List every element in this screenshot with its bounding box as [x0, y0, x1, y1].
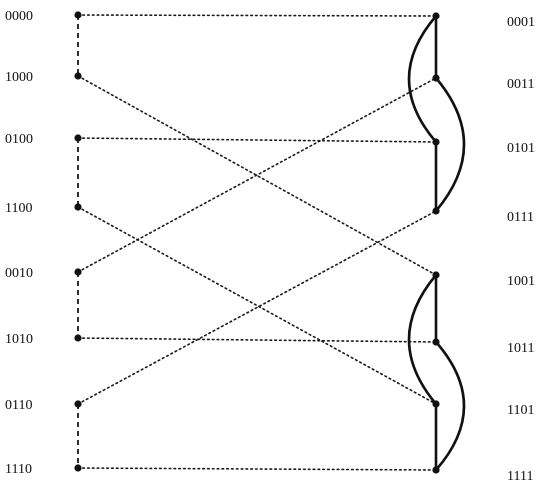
node-label-1010: 1010: [5, 332, 33, 347]
node-label-0001: 0001: [507, 15, 535, 30]
node-0111: [432, 207, 440, 215]
solid-arc-R1-R3: [434, 76, 466, 213]
node-label-0010: 0010: [5, 266, 33, 281]
node-1101: [432, 400, 440, 408]
node-label-1011: 1011: [507, 341, 534, 356]
solid-arc-R5-R7: [434, 340, 466, 472]
node-label-1001: 1001: [507, 274, 535, 289]
solid-arc-R0-R2: [407, 14, 438, 144]
node-label-1100: 1100: [5, 201, 32, 216]
node-label-0100: 0100: [5, 132, 33, 147]
solid-arc-R4-R6: [407, 273, 438, 406]
node-1100: [74, 203, 82, 211]
node-1110: [74, 464, 82, 472]
dotted-edge-L7-R7: [77, 467, 437, 471]
node-label-1111: 1111: [507, 469, 533, 484]
node-0010: [74, 268, 82, 276]
node-1011: [432, 338, 440, 346]
node-layer: [74, 11, 440, 474]
node-1010: [74, 334, 82, 342]
node-1111: [432, 466, 440, 474]
node-label-0011: 0011: [507, 77, 534, 92]
node-0101: [432, 138, 440, 146]
node-label-0110: 0110: [5, 398, 32, 413]
dotted-edge-L4-R1: [77, 77, 437, 273]
node-0011: [432, 74, 440, 82]
dotted-edge-L2-R2: [77, 137, 437, 143]
label-layer: 0000 1000 0100 1100 0010 1010 0110 1110 0001 0011…: [5, 9, 535, 484]
node-label-0111: 0111: [507, 210, 534, 225]
dotted-edge-L6-R3: [77, 210, 437, 405]
node-label-0000: 0000: [5, 9, 33, 24]
node-1001: [432, 271, 440, 279]
node-0000: [74, 11, 82, 19]
dotted-edge-L1-R4: [77, 75, 437, 276]
dotted-edge-L5-R5: [77, 337, 437, 343]
node-1000: [74, 72, 82, 80]
node-label-1000: 1000: [5, 70, 33, 85]
node-0001: [432, 12, 440, 20]
node-0110: [74, 400, 82, 408]
dotted-edge-L0-R0: [77, 14, 437, 17]
dotted-edge-L3-R6: [77, 206, 437, 405]
node-label-1101: 1101: [507, 403, 534, 418]
node-label-1110: 1110: [5, 462, 32, 477]
node-0100: [74, 134, 82, 142]
edge-layer: [77, 14, 466, 472]
node-label-0101: 0101: [507, 141, 535, 156]
